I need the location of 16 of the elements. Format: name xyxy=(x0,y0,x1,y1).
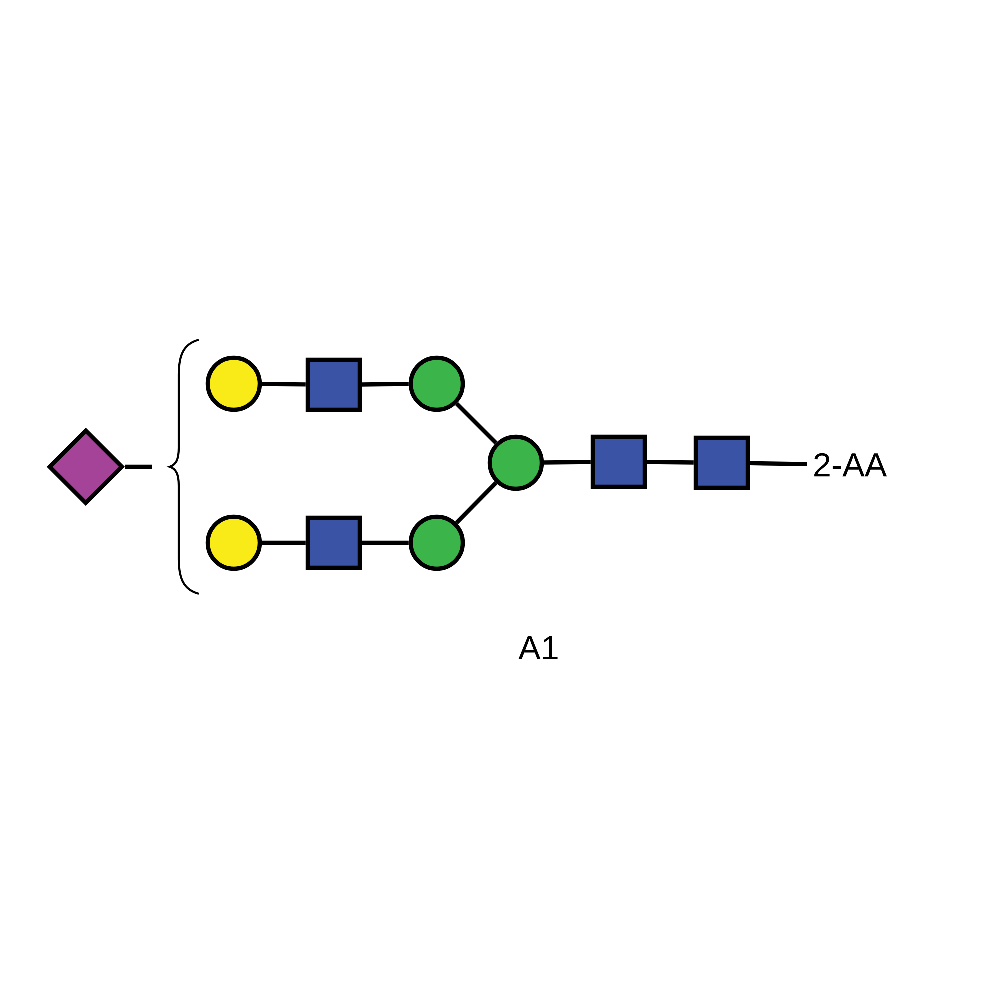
linkage-line xyxy=(262,540,306,546)
end-label: 2-AA xyxy=(814,453,888,477)
linkage-line xyxy=(455,402,498,445)
structure-label: A1 xyxy=(518,636,558,660)
linkage-line xyxy=(455,482,498,524)
square-symbol xyxy=(694,436,750,490)
square-symbol xyxy=(590,434,648,490)
square-symbol xyxy=(306,516,362,570)
linkage-line xyxy=(647,460,694,465)
linkage-line xyxy=(544,460,591,465)
linkage-line xyxy=(750,461,808,466)
linkage-line xyxy=(362,540,409,546)
linkage-line xyxy=(262,382,306,387)
square-symbol xyxy=(306,358,362,412)
linkage-line xyxy=(125,464,152,470)
linkage-line xyxy=(362,382,409,387)
